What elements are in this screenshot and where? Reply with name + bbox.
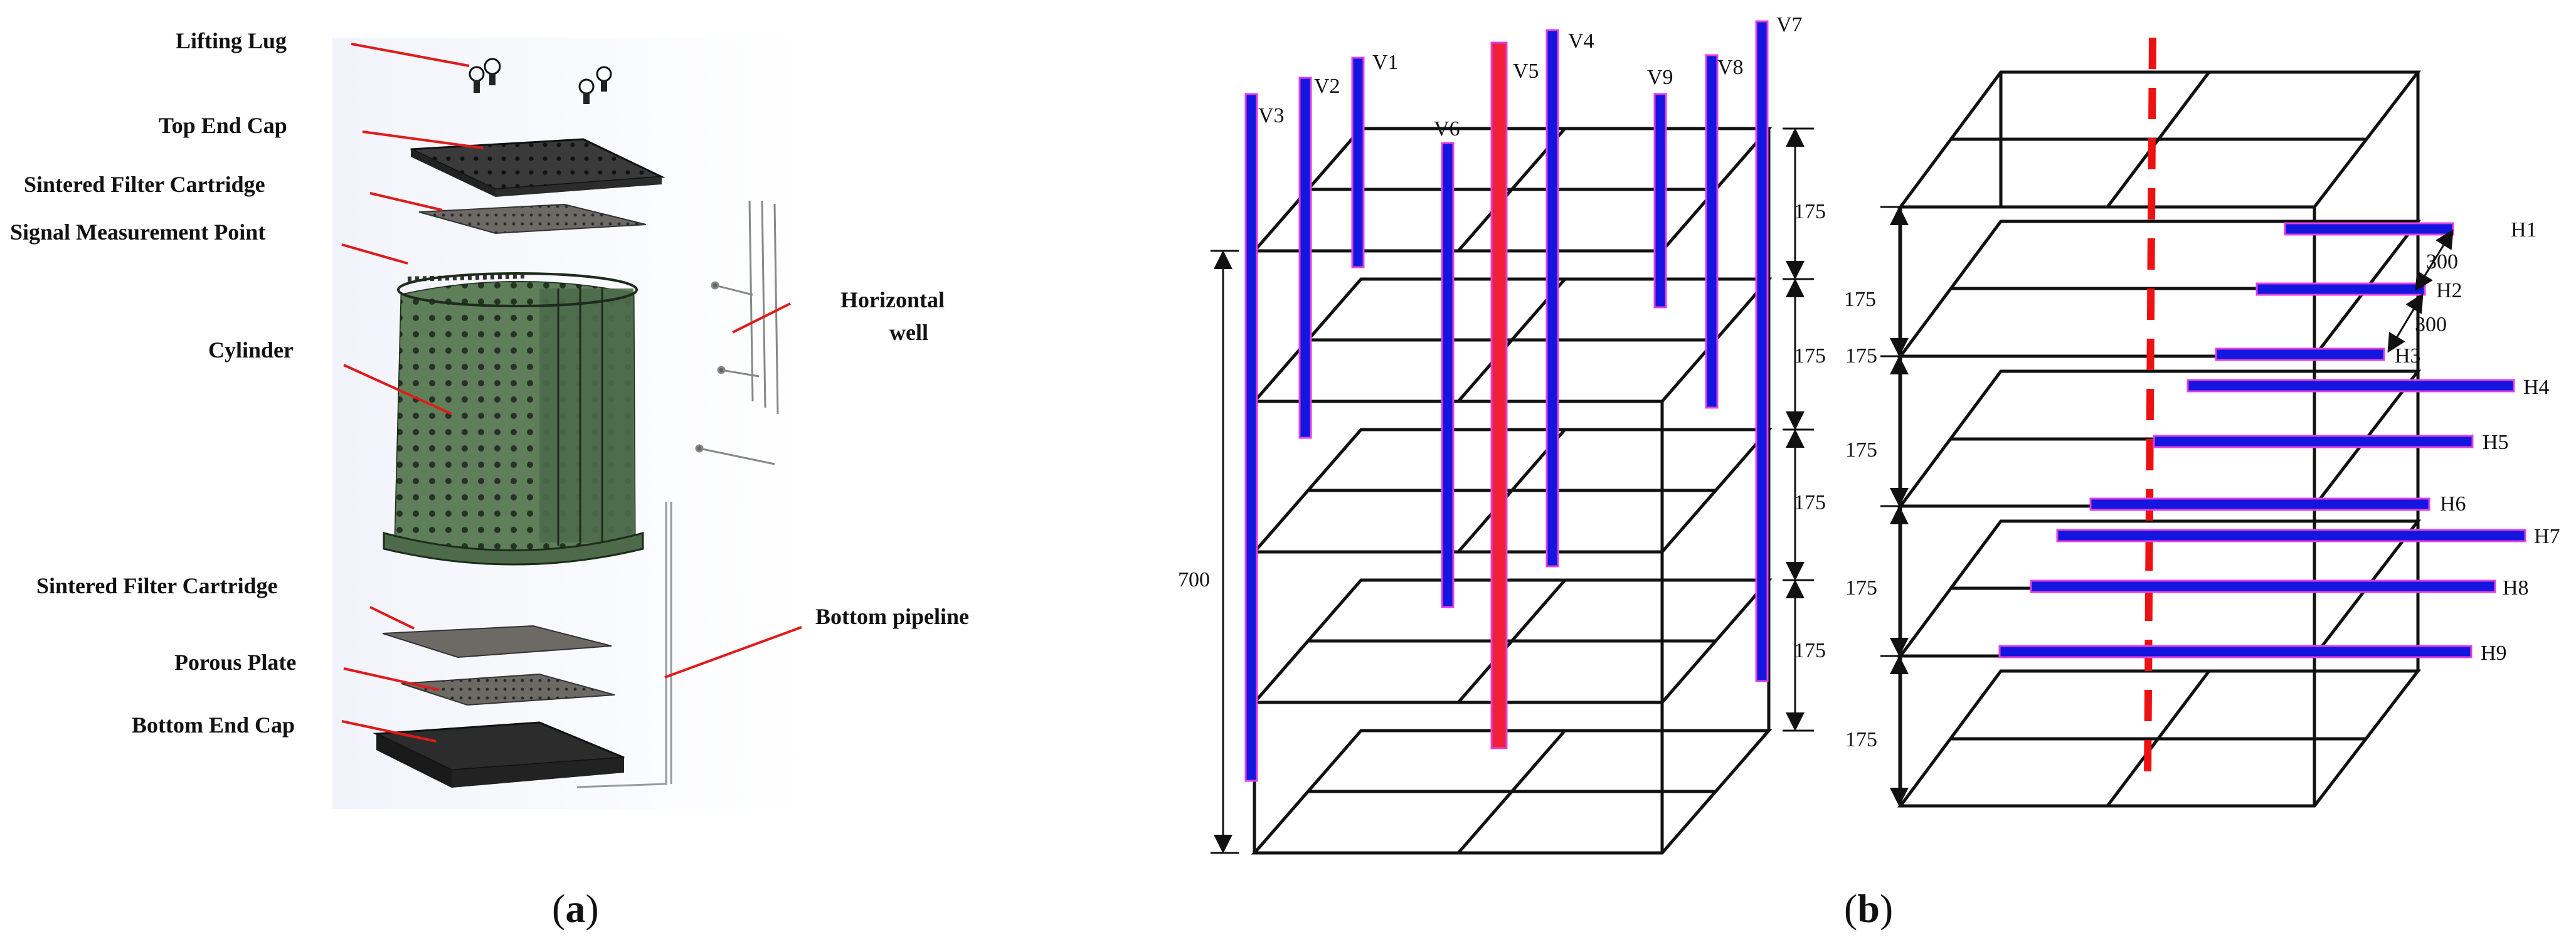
center-axis-line (2144, 37, 2156, 781)
panel-a: Lifting Lug Top End Cap Sintered Filter … (10, 28, 969, 931)
vertical-wells (1244, 20, 1769, 782)
caption-b: (b) (1844, 886, 1893, 931)
dimension-175-right: 175 175 175 175 (1783, 127, 1826, 732)
dim-175-v1: 175 (1794, 200, 1826, 223)
well-v4 (1545, 29, 1559, 568)
dim-175-h1: 175 (1844, 288, 1876, 311)
label-v8: V8 (1717, 56, 1744, 79)
well-v1 (1351, 56, 1365, 268)
label-bottom-pipeline: Bottom pipeline (815, 604, 969, 629)
well-h5 (2153, 435, 2474, 448)
well-v6 (1441, 142, 1455, 608)
label-v2: V2 (1314, 75, 1340, 98)
leader-lines (341, 43, 802, 743)
well-h6 (2089, 497, 2430, 511)
label-top-end-cap: Top End Cap (159, 113, 287, 138)
well-h2 (2255, 282, 2426, 296)
porous-plate-shape (401, 673, 615, 706)
bottom-pipeline-rod (576, 502, 672, 788)
lifting-lugs (469, 58, 612, 104)
well-h9 (1998, 645, 2473, 659)
well-h8 (2030, 579, 2496, 593)
label-v6: V6 (1434, 117, 1460, 140)
well-h1 (2284, 222, 2454, 236)
label-horizontal-well-1: Horizontal (840, 287, 945, 312)
spacing-300: 300 300 (2387, 229, 2458, 353)
label-h3: H3 (2395, 344, 2421, 368)
vertical-grid-box (1251, 127, 1773, 855)
label-signal-measurement-point: Signal Measurement Point (10, 220, 265, 245)
well-v7 (1755, 20, 1769, 682)
label-h7: H7 (2534, 525, 2560, 548)
dim-175-v2: 175 (1794, 344, 1826, 368)
dim-175-h3: 175 (1845, 438, 1877, 462)
label-v4: V4 (1568, 29, 1594, 53)
label-h5: H5 (2483, 431, 2509, 454)
sintered-filter-top-shape (418, 203, 647, 235)
horizontal-well-rods (695, 200, 779, 465)
label-horizontal-well-2: well (889, 320, 928, 345)
label-h8: H8 (2503, 576, 2529, 600)
bottom-end-cap-shape (373, 721, 625, 788)
well-h3 (2215, 347, 2385, 361)
dim-175-v3: 175 (1794, 491, 1826, 514)
label-h2: H2 (2436, 279, 2462, 302)
dim-175-h5: 175 (1845, 728, 1877, 751)
panel-b-horizontal: H1 H2 H3 H4 H5 H6 H7 H8 H9 300 300 175 1… (1844, 37, 2560, 931)
label-h4: H4 (2523, 376, 2550, 399)
dim-300-2: 300 (2415, 313, 2447, 336)
sintered-filter-bottom-shape (382, 625, 612, 659)
dim-175-h2: 175 (1845, 344, 1877, 368)
label-v1: V1 (1372, 51, 1399, 74)
label-sintered-filter-bottom: Sintered Filter Cartridge (36, 573, 278, 598)
well-h4 (2186, 379, 2515, 393)
label-v9: V9 (1647, 66, 1673, 89)
label-porous-plate: Porous Plate (174, 650, 296, 675)
well-v2 (1298, 77, 1312, 439)
label-sintered-filter-top: Sintered Filter Cartridge (24, 172, 265, 197)
dimension-700: 700 (1178, 250, 1239, 854)
label-v7: V7 (1776, 13, 1803, 36)
dimension-175-left: 175 175 175 175 175 (1844, 206, 1913, 807)
well-v8 (1705, 54, 1719, 409)
label-lifting-lug: Lifting Lug (176, 28, 287, 53)
dim-175-v4: 175 (1794, 639, 1826, 662)
dim-175-h4: 175 (1845, 576, 1877, 600)
signal-measurement-points (407, 273, 527, 282)
label-h6: H6 (2440, 492, 2466, 516)
well-v5 (1490, 41, 1508, 749)
horizontal-wells (1998, 222, 2526, 659)
caption-a: (a) (552, 886, 599, 931)
label-h9: H9 (2481, 642, 2507, 665)
label-h1: H1 (2511, 218, 2537, 241)
label-v3: V3 (1258, 104, 1285, 127)
dim-700-value: 700 (1178, 568, 1210, 591)
well-v3 (1244, 93, 1258, 782)
dim-300-1: 300 (2426, 250, 2458, 273)
panel-b-vertical: V1 V2 V3 V4 V5 V6 V7 V8 V9 700 175 175 (1178, 13, 1826, 855)
cylinder-shape (383, 272, 644, 566)
well-h7 (2056, 529, 2526, 542)
well-v9 (1653, 93, 1667, 309)
label-cylinder: Cylinder (208, 337, 294, 362)
label-bottom-end-cap: Bottom End Cap (132, 712, 295, 738)
label-v5: V5 (1513, 60, 1539, 83)
